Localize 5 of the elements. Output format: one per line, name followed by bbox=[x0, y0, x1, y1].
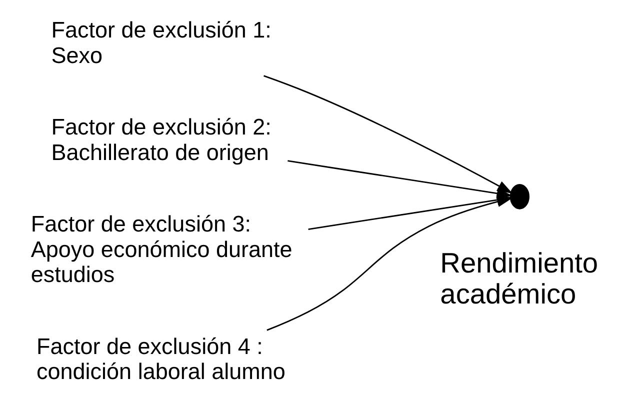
node-text: Factor de exclusión 3: Apoyo económico durante estudios bbox=[30, 212, 292, 288]
node-label: Rendimiento académico bbox=[440, 248, 598, 310]
node-text: Factor de exclusión 2: Bachillerato de origen bbox=[50, 114, 271, 165]
node-text: Factor de exclusión 1: Sexo bbox=[50, 17, 271, 68]
node-text: Factor de exclusión 4 : condición laboral alumno bbox=[36, 334, 285, 384]
